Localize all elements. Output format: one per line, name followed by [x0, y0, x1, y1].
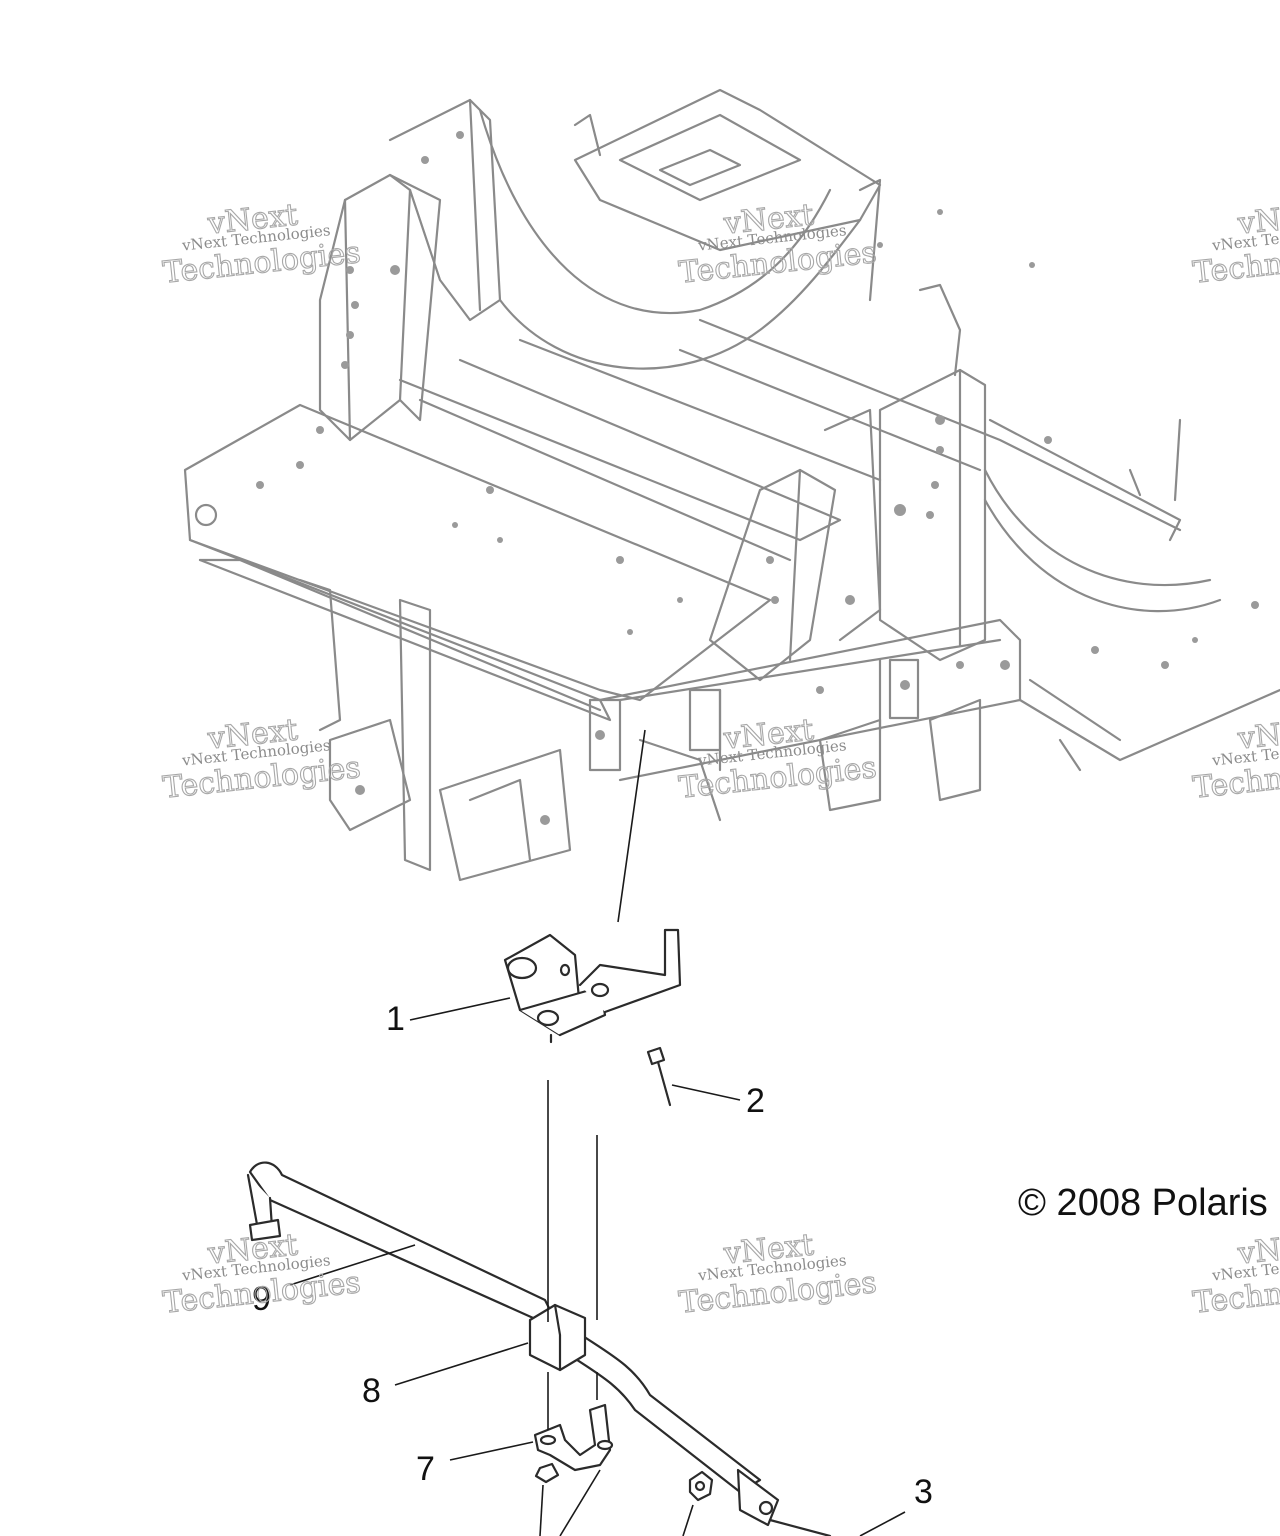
callout-8: 8 — [362, 1372, 381, 1410]
watermark-top-left: vNext vNext Technologies Technologies — [161, 197, 363, 291]
stabilizer-bar-part — [246, 1161, 832, 1536]
callout-1: 1 — [386, 1000, 405, 1038]
callout-9: 9 — [252, 1280, 271, 1318]
watermark-mid-center: vNext vNext Technologies Technologies — [677, 712, 879, 806]
rivet-part — [646, 1046, 672, 1107]
watermark-bottom-left: vNext vNext Technologies Technologies — [161, 1227, 363, 1321]
watermark-top-center: vNext vNext Technologies Technologies — [677, 197, 879, 291]
callout-2: 2 — [746, 1082, 765, 1120]
watermark-mid-right: vNext vNext Technologies Technologies — [1191, 712, 1280, 806]
chassis-frame — [183, 88, 1280, 882]
watermark-bottom-center: vNext vNext Technologies Technologies — [677, 1227, 879, 1321]
callout-7: 7 — [416, 1450, 435, 1488]
clamp-part — [533, 1403, 614, 1472]
bracket-part — [503, 928, 682, 1044]
watermark-mid-left: vNext vNext Technologies Technologies — [161, 712, 363, 806]
copyright-notice: © 2008 Polaris — [1018, 1182, 1268, 1224]
leader-lines — [289, 729, 906, 1536]
watermark-top-right: vNext vNext Technologies Technologies — [1191, 197, 1280, 291]
watermark-bottom-right: vNext vNext Technologies Technologies — [1191, 1227, 1280, 1321]
bushing-part — [528, 1303, 587, 1372]
nut-parts — [534, 1462, 714, 1502]
callout-3: 3 — [914, 1473, 933, 1511]
